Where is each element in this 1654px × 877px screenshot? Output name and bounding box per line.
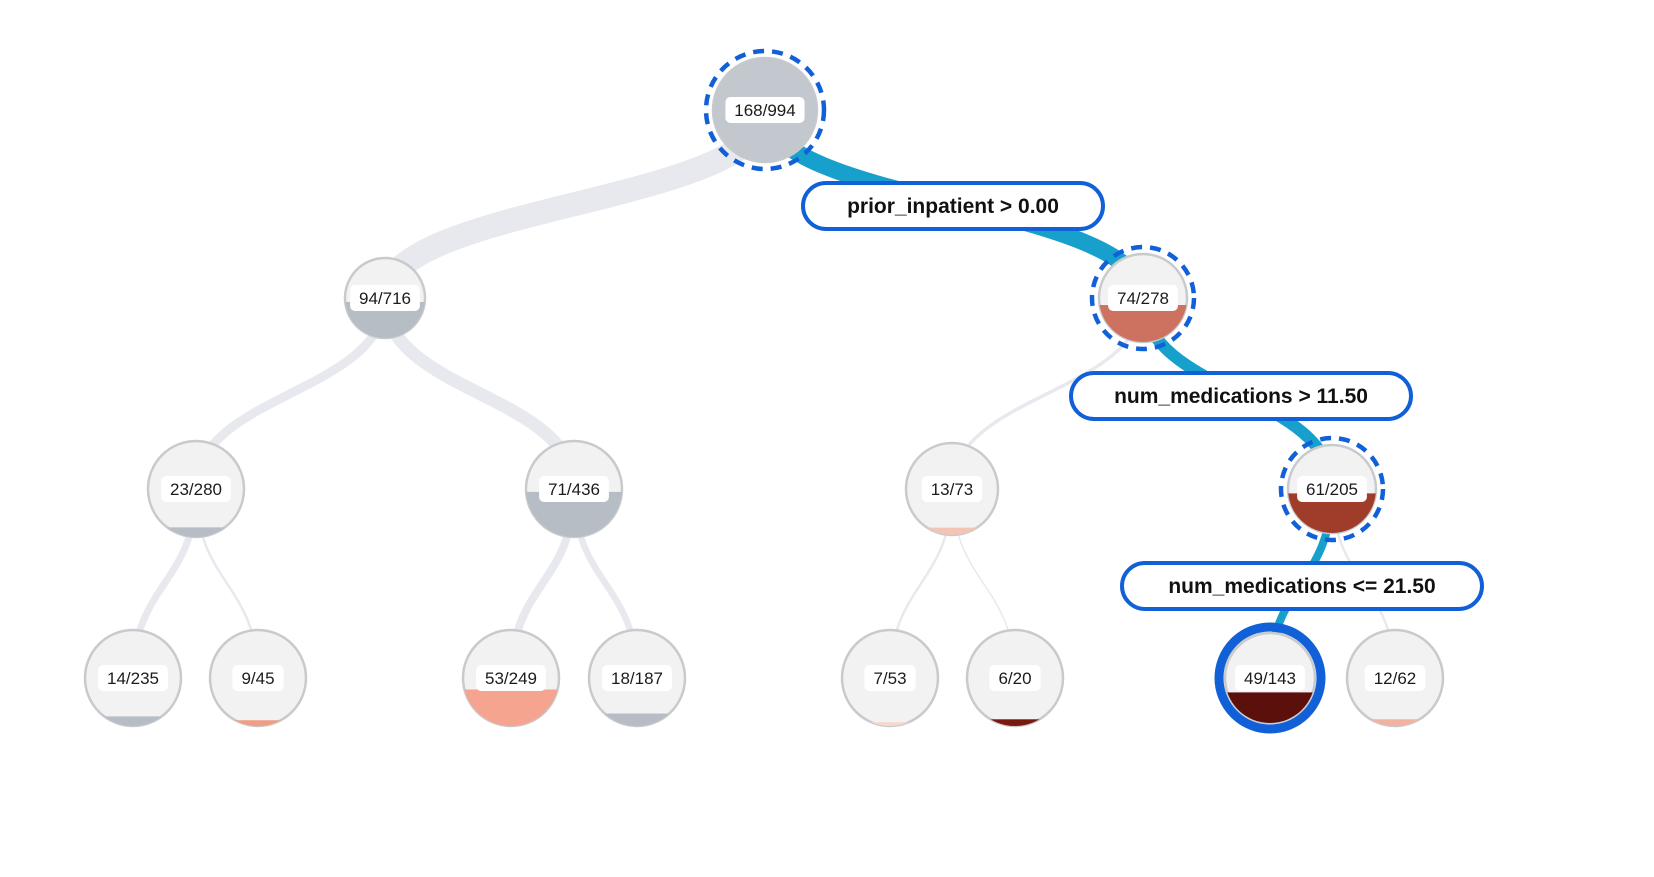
node-label-bg [725, 97, 805, 123]
node-label-bg [539, 476, 609, 502]
node-label: 74/278 [1117, 289, 1169, 308]
node-label-bg [1235, 665, 1305, 691]
edge-label-bg [1120, 561, 1484, 611]
node-label: 23/280 [170, 480, 222, 499]
tree-node-LLR[interactable]: 9/45 [208, 628, 308, 728]
node-label-bg [989, 665, 1041, 691]
node-label-bg [161, 476, 231, 502]
node-label: 6/20 [998, 669, 1031, 688]
node-label: 14/235 [107, 669, 159, 688]
tree-node-LL[interactable]: 23/280 [146, 439, 246, 539]
path-node-dashed-ring [1089, 244, 1197, 352]
node-fill-level [589, 713, 685, 726]
tree-node-root[interactable]: 168/994 [703, 48, 827, 172]
node-label: 7/53 [873, 669, 906, 688]
node-label: 53/249 [485, 669, 537, 688]
node-label: 49/143 [1244, 669, 1296, 688]
edge-label-pill-2[interactable]: num_medications <= 21.50 [1120, 561, 1484, 611]
tree-node-LRL[interactable]: 53/249 [461, 628, 561, 728]
node-label-bg [350, 285, 420, 311]
node-label-bg [232, 665, 284, 691]
tree-node-RL[interactable]: 13/73 [904, 441, 1000, 537]
node-label: 18/187 [611, 669, 663, 688]
selected-node-ring [1214, 622, 1326, 734]
node-fill-level [842, 722, 938, 726]
node-label-bg [476, 665, 546, 691]
node-label: 71/436 [548, 480, 600, 499]
edge-label-text: num_medications <= 21.50 [1168, 575, 1435, 598]
tree-nodes: 168/994 94/716 74/278 23/280 71/436 13/73 61/2… [83, 48, 1445, 734]
node-fill-level [210, 720, 306, 726]
node-label: 168/994 [734, 101, 795, 120]
tree-node-L[interactable]: 94/716 [343, 256, 427, 340]
node-label: 12/62 [1374, 669, 1417, 688]
tree-node-LR[interactable]: 71/436 [524, 439, 624, 539]
edge-label-bg [1069, 371, 1413, 421]
node-fill-level [85, 716, 181, 726]
path-node-dashed-ring [703, 48, 827, 172]
node-label-bg [921, 476, 983, 502]
tree-node-LRR[interactable]: 18/187 [587, 628, 687, 728]
node-fill-level [463, 689, 559, 726]
node-label: 9/45 [241, 669, 274, 688]
edge-label-text: prior_inpatient > 0.00 [847, 195, 1059, 218]
tree-node-RR[interactable]: 61/205 [1278, 435, 1386, 543]
edge-label-pill-1[interactable]: num_medications > 11.50 [1069, 371, 1413, 421]
tree-node-RRL[interactable]: 49/143 [1214, 622, 1326, 734]
tree-node-LLL[interactable]: 14/235 [83, 628, 183, 728]
node-label: 61/205 [1306, 480, 1358, 499]
edge-label-bg [801, 181, 1105, 231]
node-label: 13/73 [931, 480, 974, 499]
tree-edge [373, 98, 777, 310]
tree-node-R[interactable]: 74/278 [1089, 244, 1197, 352]
node-fill-level [906, 527, 998, 535]
node-label-bg [98, 665, 168, 691]
node-label-bg [602, 665, 672, 691]
node-fill-level [1347, 719, 1443, 726]
node-fill-level [148, 527, 244, 537]
tree-node-RLL[interactable]: 7/53 [840, 628, 940, 728]
edge-labels: prior_inpatient > 0.00 num_medications > … [801, 181, 1484, 611]
node-label-bg [1364, 665, 1426, 691]
tree-node-RLR[interactable]: 6/20 [965, 628, 1065, 728]
tree-node-RRR[interactable]: 12/62 [1345, 628, 1445, 728]
path-node-dashed-ring [1278, 435, 1386, 543]
node-label-bg [1108, 285, 1178, 311]
node-label-bg [864, 665, 916, 691]
node-label-bg [1297, 476, 1367, 502]
edge-label-text: num_medications > 11.50 [1114, 385, 1368, 408]
edge-label-pill-0[interactable]: prior_inpatient > 0.00 [801, 181, 1105, 231]
node-label: 94/716 [359, 289, 411, 308]
node-fill-level [967, 719, 1063, 726]
